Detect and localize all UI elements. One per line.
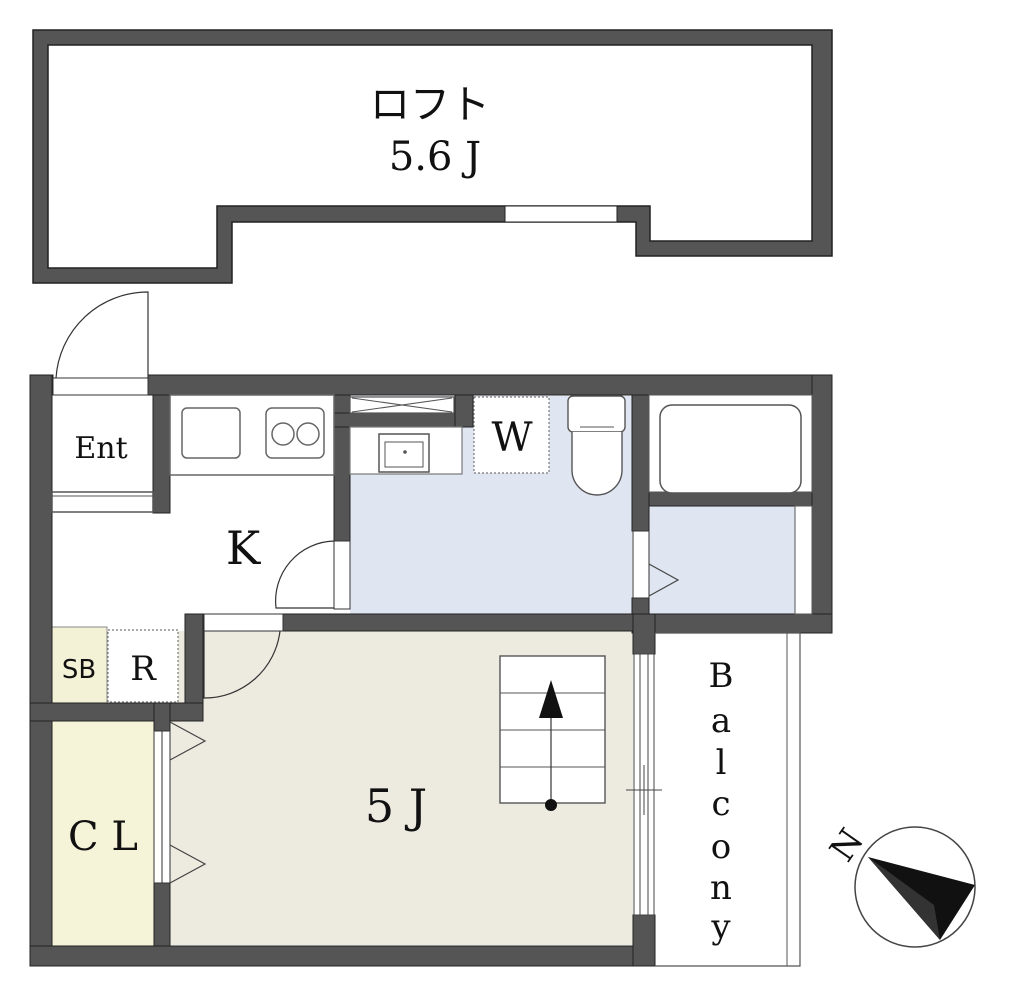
washroom-door-swing[interactable] <box>274 540 335 609</box>
bathtub-icon <box>659 404 802 494</box>
closet: C L <box>68 721 207 884</box>
burner-left-icon <box>271 422 295 446</box>
balcony-letter: n <box>710 868 732 908</box>
bath-floor <box>649 506 795 614</box>
main-room: 5 J <box>203 613 662 916</box>
entrance: Ent <box>51 291 154 513</box>
shoebox-floor <box>51 626 108 704</box>
main-room-door-swing[interactable] <box>203 630 281 699</box>
main-room-door-frame <box>203 613 284 632</box>
balcony-letter: l <box>716 743 727 783</box>
loft-opening <box>504 205 618 223</box>
closet-folding-door-lower[interactable] <box>169 844 207 884</box>
sink-icon <box>181 407 241 459</box>
closet-folding-door-upper[interactable] <box>169 721 207 761</box>
bath-door-frame <box>632 530 650 599</box>
bath-lower-wall <box>648 491 813 507</box>
closet-top-wall <box>29 702 204 722</box>
bath-divider-wall <box>631 394 650 532</box>
closet-right-wall <box>153 702 171 732</box>
shoebox-label: SB <box>62 655 96 685</box>
balcony-wall-lower <box>632 613 656 655</box>
storage: SB R <box>62 629 179 703</box>
balcony-letter: o <box>711 827 731 867</box>
washer-space <box>473 396 550 474</box>
walls <box>29 374 833 967</box>
loft-walls <box>32 29 833 284</box>
stove-icon <box>265 407 325 459</box>
balcony-letter: c <box>711 784 730 824</box>
refrigerator-space <box>107 629 179 703</box>
compass: N <box>822 822 976 948</box>
bath-folding-door[interactable] <box>648 563 680 597</box>
burner-right-icon <box>296 422 320 446</box>
washroom-door-frame <box>333 540 351 610</box>
ladder-up-arrow-icon <box>539 680 563 718</box>
balcony-outline <box>655 632 801 967</box>
bath-divider-wall-lower <box>631 597 650 615</box>
balcony-wall-bottom <box>632 914 656 967</box>
washroom: W <box>349 395 626 496</box>
balcony: B a l c o n y <box>655 632 801 967</box>
closet-label: C L <box>68 814 138 860</box>
balcony-side-wall-top <box>631 613 833 634</box>
refrigerator-label: R <box>130 649 157 689</box>
main-room-label: 5 J <box>365 779 427 833</box>
toilet-bowl-icon <box>571 432 623 496</box>
top-wall-right <box>147 374 833 396</box>
entrance-step <box>51 491 154 513</box>
entrance-wall <box>152 394 171 514</box>
left-wall <box>29 374 53 967</box>
loft-size-label: 5.6 J <box>389 134 481 180</box>
entrance-label: Ent <box>74 431 127 466</box>
right-wall-upper <box>811 374 833 634</box>
loft: ロフト 5.6 J <box>32 29 833 284</box>
entrance-door-swing[interactable] <box>55 291 149 379</box>
closet-floor <box>52 721 154 946</box>
ladder-start-dot <box>545 799 557 811</box>
entrance-door-frame <box>52 377 149 396</box>
bath-shelf <box>794 505 813 615</box>
washroom-wall-notch <box>454 394 474 428</box>
closet-right-wall-mid <box>153 882 171 947</box>
balcony-letter: B <box>709 656 734 696</box>
main-room-top-wall <box>282 613 634 632</box>
kitchen-label: K <box>226 521 262 575</box>
wash-basin-icon <box>378 433 430 473</box>
washer-label: W <box>491 415 532 461</box>
bath <box>632 394 813 615</box>
bottom-wall <box>29 945 656 967</box>
loft-label: ロフト <box>370 82 490 128</box>
kitchen: K <box>169 394 351 610</box>
balcony-letter: a <box>711 701 731 741</box>
balcony-letter: y <box>710 907 731 947</box>
washroom-top-wall <box>333 412 465 428</box>
